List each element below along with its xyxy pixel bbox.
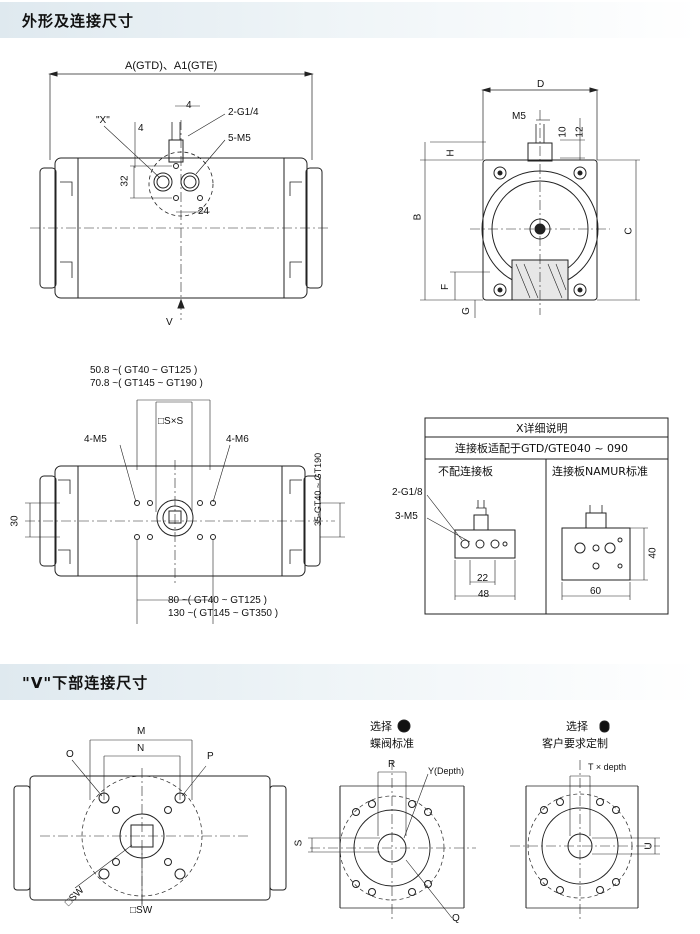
dim-30: 30: [9, 515, 21, 527]
dim-s: S: [293, 839, 305, 847]
xdetail-col1: 不配连接板: [438, 465, 493, 478]
dim-4: 4: [186, 100, 192, 111]
dim-f: F: [440, 283, 452, 291]
dim-h: H: [445, 149, 457, 157]
section-header-outline: 外形及连接尺寸: [0, 2, 700, 38]
xdetail-col2: 连接板NAMUR标准: [552, 465, 648, 478]
section-title: 外形及连接尺寸: [22, 12, 135, 30]
dim-48: 48: [478, 589, 490, 600]
x-detail-panel: [424, 417, 669, 615]
top-view: [25, 399, 345, 624]
dim-12: 12: [574, 126, 586, 138]
dim-g: G: [460, 307, 472, 315]
option1-title: 选择: [370, 720, 392, 733]
dim-a: A(GTD)、A1(GTE): [125, 60, 218, 72]
dim-m: M: [137, 726, 146, 737]
dim-35: 35-GT40 ~ GT190: [313, 452, 324, 527]
label-o: O: [66, 749, 74, 760]
dim-y-depth: Y(Depth): [428, 766, 465, 776]
dim-4b: 4: [138, 123, 144, 134]
side-view: [420, 87, 640, 318]
dim-sw-1: □SW: [63, 884, 87, 909]
dim-b: B: [412, 213, 424, 221]
dim-sw-2: □SW: [130, 905, 153, 916]
dim-m5: M5: [512, 111, 526, 122]
dim-130: 130 ~( GT145 ~ GT350 ): [168, 608, 279, 619]
dim-3-m5: 3-M5: [395, 511, 418, 522]
dim-u: U: [643, 842, 655, 850]
section-title: "V"下部连接尺寸: [22, 674, 149, 692]
bottom-view-main: [13, 739, 287, 906]
dim-80: 80 ~( GT40 ~ GT125 ): [168, 595, 267, 606]
dim-4-m5: 4-M5: [84, 434, 107, 445]
front-view: [30, 71, 330, 320]
dim-508: 50.8 ~( GT40 ~ GT125 ): [90, 365, 198, 376]
dim-2-g14: 2-G1/4: [228, 107, 259, 118]
section-header-bottom: "V"下部连接尺寸: [0, 664, 700, 700]
dim-32: 32: [119, 175, 131, 187]
label-x: "X": [96, 115, 110, 126]
bottom-option-2: [510, 720, 660, 920]
dim-t-depth: T × depth: [588, 762, 627, 772]
dim-22: 22: [477, 573, 489, 584]
dim-10: 10: [557, 126, 569, 138]
option2-subtitle: 客户要求定制: [542, 737, 608, 750]
dim-c: C: [623, 227, 635, 235]
option1-subtitle: 蝶阀标准: [370, 737, 414, 750]
label-p: P: [207, 751, 214, 762]
option2-title: 选择: [566, 720, 588, 733]
dim-sxs: □S×S: [158, 416, 184, 427]
dim-24: 24: [198, 206, 210, 217]
dim-4-m6: 4-M6: [226, 434, 249, 445]
dim-40: 40: [647, 547, 659, 559]
label-v: V: [166, 317, 173, 328]
xdetail-title: X详细说明: [516, 422, 568, 435]
dim-n: N: [137, 743, 145, 754]
bottom-option-1: [308, 719, 476, 920]
dim-5-m5: 5-M5: [228, 133, 251, 144]
dim-708: 70.8 ~( GT145 ~ GT190 ): [90, 378, 203, 389]
dim-d: D: [537, 79, 545, 90]
dim-2-g18: 2-G1/8: [392, 487, 423, 498]
dim-r: R: [388, 759, 396, 770]
label-q: Q: [452, 913, 460, 924]
dim-60: 60: [590, 586, 602, 597]
xdetail-subtitle: 连接板适配于GTD/GTE040 ~ 090: [455, 442, 629, 455]
